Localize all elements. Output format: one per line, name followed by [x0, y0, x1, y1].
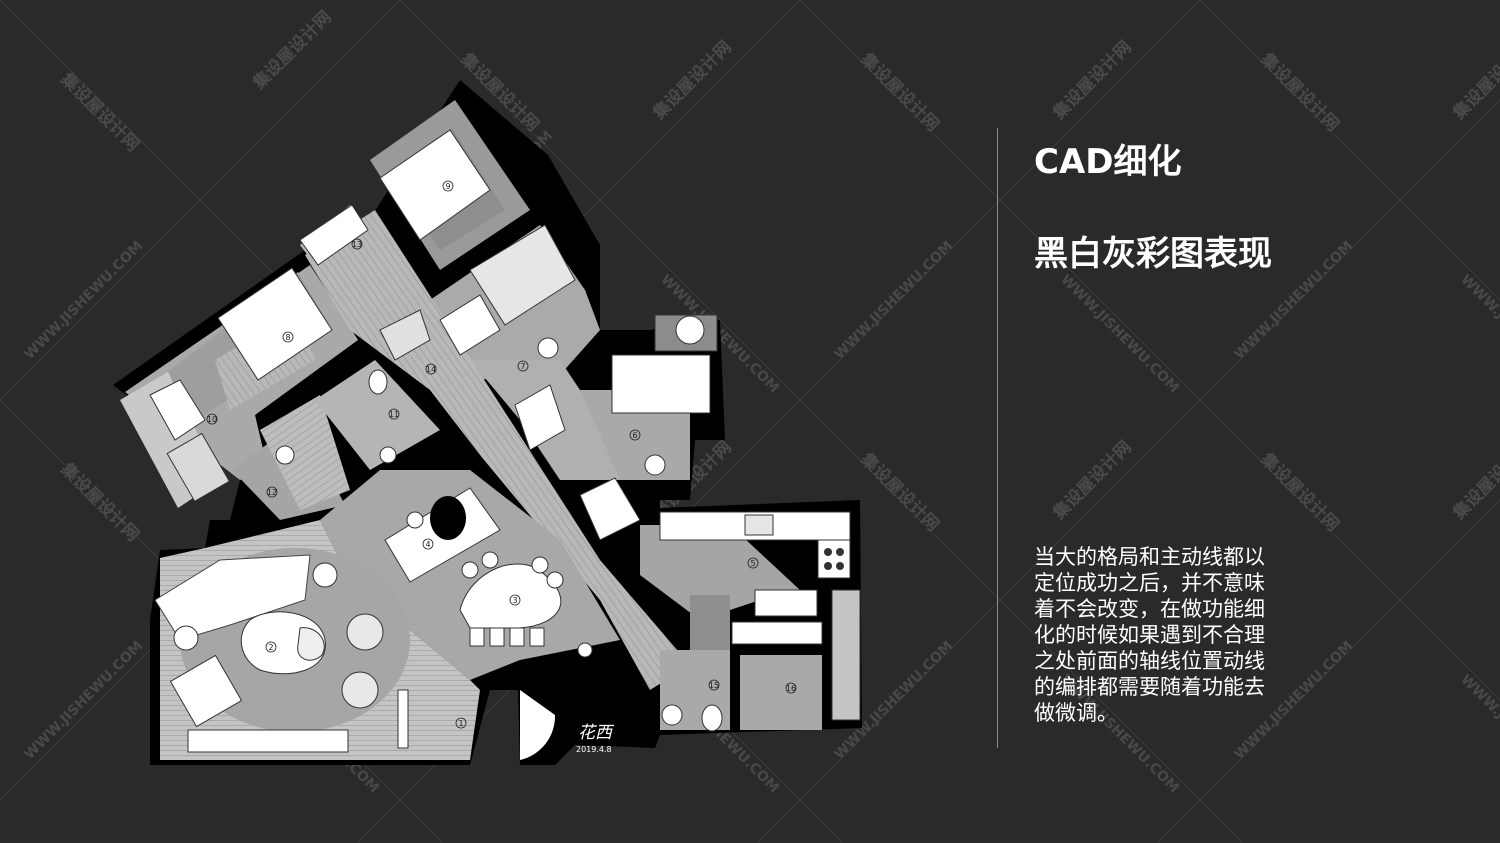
room-number: 14 [425, 363, 437, 375]
vertical-divider [997, 128, 998, 748]
watermark-cn: 集设屋设计网 [1048, 437, 1136, 525]
room-number: 1 [455, 717, 467, 729]
watermark-en: WWW.JISHEWU.COM [1457, 672, 1500, 797]
page-title: CAD细化 [1034, 142, 1182, 182]
room-number: 15 [708, 679, 720, 691]
room-number: 2 [265, 641, 277, 653]
service-area [520, 511, 861, 760]
watermark-cn: 集设屋设计网 [1448, 437, 1500, 525]
room-number: 9 [442, 180, 454, 192]
svg-text:1: 1 [458, 719, 463, 728]
svg-text:5: 5 [750, 559, 755, 568]
svg-text:14: 14 [426, 365, 436, 374]
watermark-cn: 集设屋设计网 [1256, 448, 1344, 536]
svg-text:13: 13 [352, 240, 362, 249]
svg-text:花西: 花西 [578, 723, 615, 743]
description-text: 当大的格局和主动线都以定位成功之后，并不意味着不会改变，在做功能细化的时候如果遇… [1034, 545, 1265, 725]
room-number: 13 [351, 238, 363, 250]
room-number: 6 [629, 429, 641, 441]
floor-plan: 1 2 3 4 5 6 7 [113, 80, 862, 765]
svg-text:12: 12 [267, 488, 277, 497]
room-number: 8 [282, 331, 294, 343]
svg-text:8: 8 [285, 333, 290, 342]
living-dining [154, 470, 620, 760]
watermark-cn: 集设屋设计网 [1256, 48, 1344, 136]
room-number: 4 [422, 538, 434, 550]
designer-signature: 花西 2019.4.8 [576, 723, 615, 754]
watermark-cn: 集设屋设计网 [1448, 37, 1500, 125]
bedroom-furniture [149, 129, 718, 541]
svg-text:11: 11 [389, 410, 399, 419]
room-number: 7 [517, 360, 529, 372]
room-number: 5 [747, 557, 759, 569]
svg-text:6: 6 [632, 431, 637, 440]
room-number: 3 [509, 594, 521, 606]
svg-text:3: 3 [512, 596, 517, 605]
svg-text:4: 4 [425, 540, 430, 549]
svg-text:7: 7 [520, 362, 525, 371]
room-number: 10 [206, 413, 218, 425]
bath-11 [315, 360, 440, 470]
page-subtitle: 黑白灰彩图表现 [1034, 234, 1272, 274]
svg-text:10: 10 [207, 415, 217, 424]
svg-text:2: 2 [268, 643, 273, 652]
watermark-en: WWW.JISHEWU.COM [1057, 272, 1182, 397]
room-numbers: 1 2 3 4 5 6 7 [206, 180, 797, 729]
watermark-en: WWW.JISHEWU.COM [1457, 272, 1500, 397]
svg-text:16: 16 [786, 684, 796, 693]
room-number: 12 [266, 486, 278, 498]
room-number: 16 [785, 682, 797, 694]
svg-text:15: 15 [709, 681, 719, 690]
watermark-cn: 集设屋设计网 [1048, 37, 1136, 125]
svg-text:2019.4.8: 2019.4.8 [576, 745, 612, 754]
svg-text:9: 9 [445, 182, 450, 191]
room-number: 11 [388, 408, 400, 420]
